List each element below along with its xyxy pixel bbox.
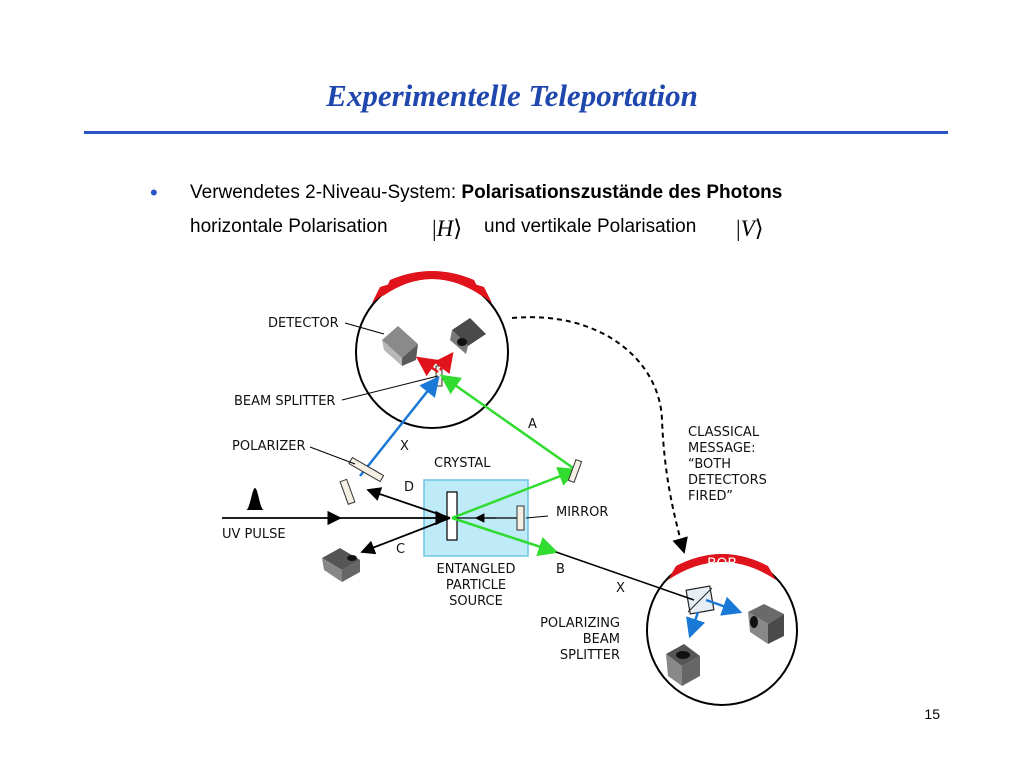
label-polarizing-1: POLARIZING <box>540 616 620 631</box>
label-entangled-3: SOURCE <box>449 594 503 609</box>
label-detector: DETECTOR <box>268 316 339 331</box>
polarizer-element <box>348 456 385 483</box>
label-beam-x-bob: X <box>616 581 625 596</box>
bob-blue-arrow-down <box>686 611 706 639</box>
label-classical-3: “BOTH <box>688 457 731 472</box>
bob-banner <box>668 554 776 580</box>
bullet-line-1: Verwendetes 2-Niveau-System: Polarisatio… <box>190 182 782 204</box>
label-beam-splitter: BEAM SPLITTER <box>234 394 335 409</box>
beam-x-alice <box>359 376 440 477</box>
slide-title: Experimentelle Teleportation <box>326 78 698 113</box>
label-classical-5: FIRED” <box>688 489 733 504</box>
uv-pulse-shape <box>246 488 264 510</box>
bob-label: BOB <box>707 556 737 572</box>
ket-h-angle: ⟩ <box>453 216 463 241</box>
bob-detector-bottom <box>666 644 700 686</box>
ket-v: |V⟩ <box>736 216 764 242</box>
bullet-marker: • <box>150 180 158 205</box>
label-crystal: CRYSTAL <box>434 456 491 471</box>
label-beam-x-alice: X <box>400 439 409 454</box>
bullet-line-2-left: horizontale Polarisation <box>190 216 388 237</box>
alice-detector-left <box>382 326 418 366</box>
label-classical-2: MESSAGE: <box>688 441 756 456</box>
red-arrow-right <box>433 352 454 374</box>
polarizer-mirror <box>339 478 356 505</box>
label-entangled-1: ENTANGLED <box>436 562 515 577</box>
mirror-a <box>567 458 583 484</box>
ket-h-bar: | <box>432 216 437 241</box>
label-polarizing-3: SPLITTER <box>560 648 620 663</box>
ket-h-symbol: H <box>436 216 454 241</box>
alice-label: ALICE <box>412 281 452 297</box>
beam-c <box>360 517 451 555</box>
ket-v-symbol: V <box>740 216 755 241</box>
bob-polarizing-beam-splitter <box>685 585 715 615</box>
beam-b-black <box>555 551 695 601</box>
beam-d <box>366 487 451 519</box>
classical-message-arrow <box>511 316 688 554</box>
label-beam-a: A <box>528 417 537 432</box>
page-number: 15 <box>924 706 940 722</box>
label-beam-d: D <box>404 480 414 495</box>
beam-a-upper <box>439 374 577 472</box>
ket-v-bar: | <box>736 216 741 241</box>
label-uv-pulse: UV PULSE <box>222 527 286 542</box>
label-mirror: MIRROR <box>556 505 608 520</box>
bob-station: BOB <box>646 554 798 706</box>
beam-a-lower <box>451 466 579 520</box>
mirror-element <box>516 505 525 531</box>
bullet-line-2-right: und vertikale Polarisation <box>484 216 697 237</box>
bob-blue-arrow-right <box>705 596 743 616</box>
label-entangled-2: PARTICLE <box>446 578 506 593</box>
label-classical-4: DETECTORS <box>688 473 767 488</box>
line1-prefix: Verwendetes 2-Niveau-System: <box>190 182 462 203</box>
label-beam-c: C <box>396 542 405 557</box>
line1-bold: Polarisationszustände des Photons <box>461 182 783 203</box>
bob-detector-right <box>748 604 784 644</box>
label-polarizer: POLARIZER <box>232 439 306 454</box>
ket-h: |H⟩ <box>432 216 462 242</box>
label-beam-b: B <box>556 562 565 577</box>
alice-station: ALICE <box>355 271 509 429</box>
label-polarizing-2: BEAM <box>583 632 620 647</box>
title-underline <box>84 131 948 134</box>
beam-b-green <box>451 516 559 557</box>
label-classical-1: CLASSICAL <box>688 425 760 440</box>
ket-v-angle: ⟩ <box>754 216 764 241</box>
alice-detector-right <box>450 318 486 354</box>
detector-c <box>322 548 360 582</box>
